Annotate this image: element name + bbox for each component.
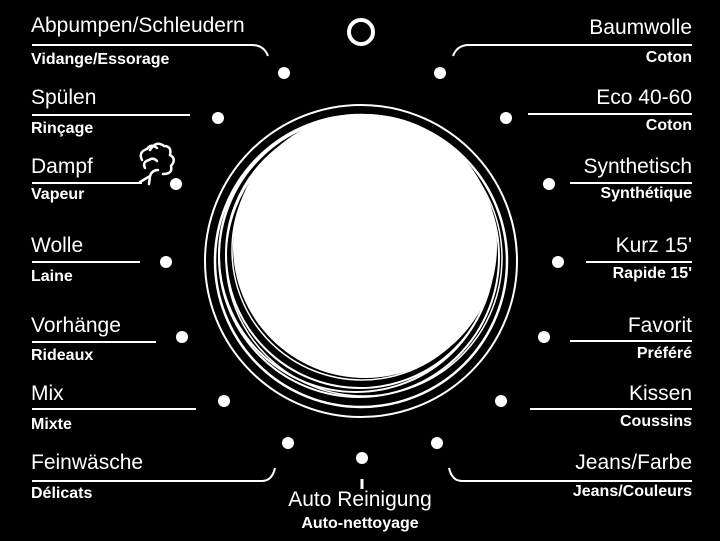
program-label-kurz[interactable]: Kurz 15' bbox=[615, 234, 692, 257]
divider-wolle bbox=[32, 261, 140, 263]
program-sublabel-favorit: Préféré bbox=[636, 345, 692, 362]
dot-eco bbox=[500, 112, 512, 124]
divider-kurz bbox=[586, 261, 692, 263]
dot-mix bbox=[218, 395, 230, 407]
steam-icon bbox=[138, 142, 175, 186]
power-ring-icon[interactable] bbox=[347, 18, 375, 46]
dot-feinwaesche bbox=[282, 437, 294, 449]
dot-kurz bbox=[552, 256, 564, 268]
program-sublabel-mix: Mixte bbox=[31, 416, 72, 433]
program-sublabel-synthetisch: Synthétique bbox=[600, 185, 692, 202]
divider-synthetisch bbox=[570, 182, 692, 184]
program-sublabel-kissen: Coussins bbox=[619, 413, 692, 430]
dot-baumwolle bbox=[434, 67, 446, 79]
program-sublabel-baumwolle: Coton bbox=[645, 49, 692, 66]
line-baumwolle bbox=[452, 44, 692, 57]
program-label-vorhaenge[interactable]: Vorhänge bbox=[31, 314, 121, 337]
program-label-eco[interactable]: Eco 40-60 bbox=[596, 86, 692, 109]
divider-dampf bbox=[32, 182, 142, 184]
program-label-wolle[interactable]: Wolle bbox=[31, 234, 84, 257]
program-label-favorit[interactable]: Favorit bbox=[627, 314, 692, 337]
dot-synthetisch bbox=[543, 178, 555, 190]
program-label-mix[interactable]: Mix bbox=[31, 382, 64, 405]
program-sublabel-abpumpen: Vidange/Essorage bbox=[31, 51, 170, 68]
program-label-feinwaesche[interactable]: Feinwäsche bbox=[31, 451, 144, 474]
dot-vorhaenge bbox=[176, 331, 188, 343]
line-feinwaesche bbox=[32, 467, 276, 482]
program-label-jeans[interactable]: Jeans/Farbe bbox=[575, 451, 692, 474]
program-sublabel-jeans: Jeans/Couleurs bbox=[572, 483, 692, 500]
dot-auto-reinigung bbox=[356, 452, 368, 464]
divider-kissen bbox=[530, 408, 692, 410]
divider-spuelen bbox=[32, 114, 190, 116]
divider-eco bbox=[528, 113, 692, 115]
program-sublabel-vorhaenge: Rideaux bbox=[31, 347, 94, 364]
program-sublabel-auto-reinigung: Auto-nettoyage bbox=[301, 515, 419, 532]
dot-wolle bbox=[160, 256, 172, 268]
program-selector-knob[interactable] bbox=[204, 104, 518, 418]
program-sublabel-kurz: Rapide 15' bbox=[612, 265, 692, 282]
program-label-kissen[interactable]: Kissen bbox=[628, 382, 692, 405]
program-label-synthetisch[interactable]: Synthetisch bbox=[583, 155, 692, 178]
program-sublabel-spuelen: Rinçage bbox=[31, 120, 94, 137]
divider-favorit bbox=[570, 340, 692, 342]
dot-kissen bbox=[495, 395, 507, 407]
divider-mix bbox=[32, 408, 196, 410]
program-label-spuelen[interactable]: Spülen bbox=[31, 86, 97, 109]
auto-reinigung-tick bbox=[360, 479, 364, 489]
dot-favorit bbox=[538, 331, 550, 343]
dot-jeans bbox=[431, 437, 443, 449]
program-label-baumwolle[interactable]: Baumwolle bbox=[589, 16, 692, 39]
program-sublabel-dampf: Vapeur bbox=[31, 186, 85, 203]
dot-abpumpen bbox=[278, 67, 290, 79]
program-label-auto-reinigung[interactable]: Auto Reinigung bbox=[288, 488, 432, 511]
dot-dampf bbox=[170, 178, 182, 190]
line-jeans bbox=[448, 467, 692, 482]
program-label-abpumpen[interactable]: Abpumpen/Schleudern bbox=[31, 14, 245, 37]
program-sublabel-feinwaesche: Délicats bbox=[31, 485, 93, 502]
line-abpumpen bbox=[32, 44, 269, 57]
program-sublabel-eco: Coton bbox=[645, 117, 692, 134]
program-sublabel-wolle: Laine bbox=[31, 268, 73, 285]
program-label-dampf[interactable]: Dampf bbox=[31, 155, 93, 178]
divider-vorhaenge bbox=[32, 341, 156, 343]
dot-spuelen bbox=[212, 112, 224, 124]
